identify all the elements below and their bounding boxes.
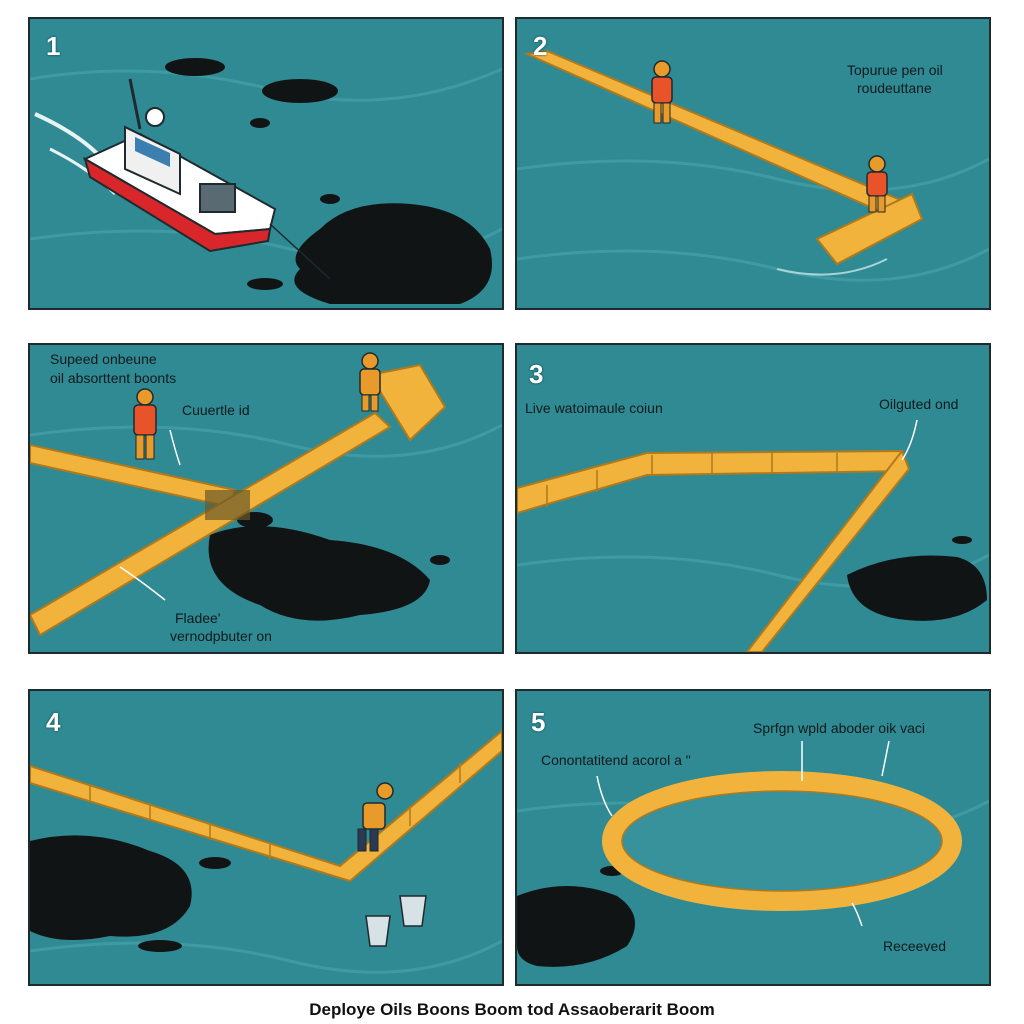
- panel-3-label-bottom: Fladee': [175, 610, 221, 626]
- panel-5: 4: [28, 689, 504, 986]
- panel-4-illustration: [517, 345, 989, 652]
- panel-4: 3 Live watoimaule coiun Oilguted ond: [515, 343, 991, 654]
- panel-1: 1: [28, 17, 504, 310]
- worker-icon: [133, 388, 157, 460]
- panel-6: 5 Sprfgn wpld aboder oik vaci Conontatit…: [515, 689, 991, 986]
- panel-number: 1: [46, 31, 61, 61]
- arrow-icon: [881, 740, 890, 777]
- panel-number: 3: [529, 359, 544, 389]
- panel-6-illustration: [517, 691, 989, 984]
- panel-2: 2 Topurue pen oil roudeuttane: [515, 17, 991, 310]
- boat-icon: [82, 78, 331, 280]
- panel-3-label-top: oil absorttent boonts: [50, 370, 177, 386]
- panel-3-label-worker: Cuuertle id: [182, 402, 250, 418]
- arrow-icon: [596, 775, 613, 817]
- panel-3-illustration: [30, 345, 502, 652]
- panel-2-label: Topurue pen oil: [847, 62, 943, 78]
- arrow-icon: [119, 566, 166, 601]
- panel-6-label-top: Sprfgn wpld aboder oik vaci: [753, 720, 925, 736]
- oil-slick-icon: [208, 512, 450, 621]
- oil-slick-icon: [847, 536, 987, 621]
- panel-6-label-bottom: Receeved: [883, 938, 947, 954]
- panel-6-label-left: Conontatitend acorol a ": [541, 752, 691, 768]
- worker-icon: [357, 782, 394, 852]
- panel-1-illustration: [30, 19, 502, 308]
- boom-icon: [30, 363, 447, 637]
- oil-slick-icon: [30, 835, 231, 952]
- worker-icon: [359, 352, 381, 412]
- arrow-icon: [901, 419, 918, 461]
- panel-2-label: roudeuttane: [857, 80, 932, 96]
- panel-3-label-top: Supeed onbeune: [50, 351, 157, 367]
- oil-slick-icon: [165, 58, 492, 304]
- worker-icon: [651, 60, 673, 124]
- boom-icon: [602, 771, 962, 911]
- bucket-icon: [365, 895, 427, 947]
- panel-4-label-left: Live watoimaule coiun: [525, 400, 663, 416]
- panel-number: 2: [533, 31, 548, 61]
- worker-icon: [866, 155, 888, 213]
- panel-number: 5: [531, 707, 546, 737]
- arrow-icon: [169, 429, 181, 466]
- arrow-icon: [851, 902, 863, 927]
- panel-4-label-right: Oilguted ond: [879, 396, 959, 412]
- panel-3-label-bottom: vernodpbuter on: [170, 628, 272, 644]
- boom-icon: [30, 729, 502, 883]
- panel-2-illustration: [517, 19, 989, 308]
- boom-icon: [517, 448, 911, 652]
- panel-3: Supeed onbeune oil absorttent boonts Cuu…: [28, 343, 504, 654]
- panel-number: 4: [46, 707, 61, 737]
- panel-5-illustration: [30, 691, 502, 984]
- figure-caption: Deploye Oils Boons Boom tod Assaoberarit…: [309, 1000, 715, 1019]
